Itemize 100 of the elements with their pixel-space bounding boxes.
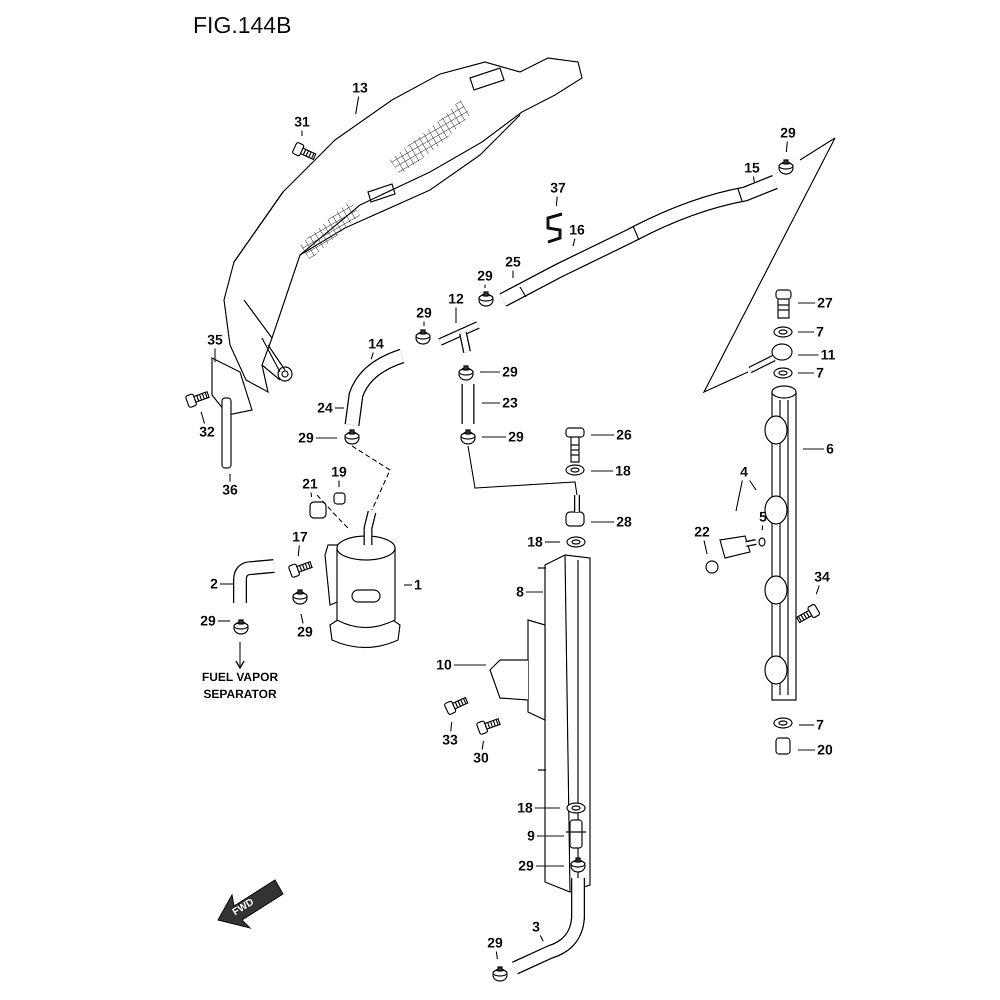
- leader-line: [798, 372, 814, 374]
- callout-number: 18: [517, 800, 533, 816]
- leader-line: [334, 407, 344, 409]
- callout-number: 35: [207, 332, 223, 348]
- leader-line: [455, 308, 457, 323]
- callout-number: 12: [448, 292, 464, 306]
- leader-line: [301, 130, 303, 136]
- leader-line: [798, 749, 816, 751]
- callout-number: 17: [292, 530, 308, 544]
- direction-label: FWD: [230, 896, 256, 918]
- leader-line: [540, 935, 544, 942]
- leader-line: [536, 835, 564, 837]
- callout-number: 29: [780, 126, 796, 140]
- leader-line: [536, 865, 564, 867]
- leader-line: [229, 474, 231, 482]
- callout-number: 29: [416, 306, 432, 320]
- callout-number: 22: [694, 524, 710, 540]
- callout-number: 7: [816, 718, 824, 732]
- leader-line: [218, 620, 230, 622]
- leader-line: [496, 951, 498, 960]
- leader-line: [200, 412, 206, 424]
- callout-number: 37: [550, 180, 566, 196]
- leader-line: [752, 176, 755, 182]
- figure-title: FIG.144B: [193, 12, 292, 39]
- callout-number: 2: [210, 576, 218, 592]
- leader-line: [338, 480, 340, 487]
- leader-line: [798, 354, 819, 356]
- callout-number: 32: [199, 424, 215, 440]
- callout-number: 9: [527, 828, 535, 844]
- leader-line: [316, 437, 337, 439]
- leader-line: [300, 614, 304, 624]
- callout-number: 24: [317, 400, 333, 416]
- leader-line: [512, 270, 514, 278]
- leader-line: [591, 470, 614, 472]
- callout-number: 29: [298, 430, 314, 446]
- leader-line: [220, 583, 234, 585]
- leader-line: [703, 540, 708, 554]
- callout-number: 19: [331, 464, 347, 480]
- leader-line: [482, 402, 500, 404]
- leader-line: [310, 492, 312, 498]
- callout-number: 25: [505, 254, 521, 270]
- callout-number: 34: [814, 570, 830, 584]
- callout-number: 18: [615, 464, 631, 478]
- leader-line: [762, 525, 764, 530]
- leader-line: [534, 807, 560, 809]
- leader-line: [803, 448, 824, 450]
- leader-line: [556, 196, 558, 206]
- callout-number: 15: [744, 160, 760, 176]
- destination-label: FUEL VAPOR SEPARATOR: [195, 669, 285, 703]
- leader-line: [735, 480, 743, 512]
- callout-number: 11: [820, 348, 836, 362]
- callout-number: 29: [502, 364, 518, 380]
- leader-line: [370, 352, 374, 360]
- callout-number: 29: [297, 624, 313, 640]
- leader-line: [482, 436, 506, 438]
- leader-line: [526, 591, 543, 593]
- callout-number: 21: [302, 476, 318, 492]
- callout-number: 6: [826, 442, 834, 456]
- leader-line: [450, 722, 452, 732]
- callout-number: 29: [508, 430, 524, 444]
- leader-line: [591, 434, 614, 436]
- arrow: [235, 642, 245, 669]
- leader-line: [798, 331, 814, 333]
- callout-number: 3: [532, 920, 540, 934]
- leader-line: [454, 664, 486, 666]
- leader-line: [355, 96, 360, 114]
- callout-number: 18: [527, 534, 543, 550]
- callout-number: 29: [487, 936, 503, 950]
- callout-number: 14: [368, 336, 384, 352]
- leader-line: [786, 141, 788, 152]
- callout-number: 29: [477, 268, 493, 284]
- leader-line: [404, 584, 412, 586]
- leader-line: [749, 480, 756, 490]
- leader-line: [572, 238, 576, 246]
- callout-number: 20: [817, 742, 833, 758]
- callout-number: 10: [436, 658, 452, 672]
- leader-line: [816, 585, 820, 594]
- callout-number: 7: [816, 366, 824, 380]
- leader-line: [484, 284, 486, 288]
- callout-number: 7: [816, 324, 824, 340]
- callout-number: 27: [817, 296, 833, 310]
- leader-line: [423, 322, 425, 326]
- callout-number: 31: [294, 114, 310, 130]
- callout-number: 13: [352, 80, 368, 96]
- callout-number: 29: [518, 858, 534, 874]
- leader-line: [591, 521, 614, 523]
- callout-number: 28: [616, 514, 632, 530]
- leader-line: [214, 348, 216, 362]
- callout-number: 4: [740, 464, 748, 480]
- leader-line: [544, 541, 560, 543]
- leader-line: [482, 740, 484, 750]
- callout-number: 5: [759, 510, 767, 524]
- callout-number: 1: [414, 578, 422, 592]
- callout-number: 30: [473, 750, 489, 766]
- leader-line: [298, 545, 300, 556]
- callout-number: 26: [616, 428, 632, 442]
- leader-line: [798, 302, 816, 304]
- leader-line: [480, 371, 500, 373]
- callout-number: 29: [200, 614, 216, 628]
- callout-number: 33: [442, 732, 458, 748]
